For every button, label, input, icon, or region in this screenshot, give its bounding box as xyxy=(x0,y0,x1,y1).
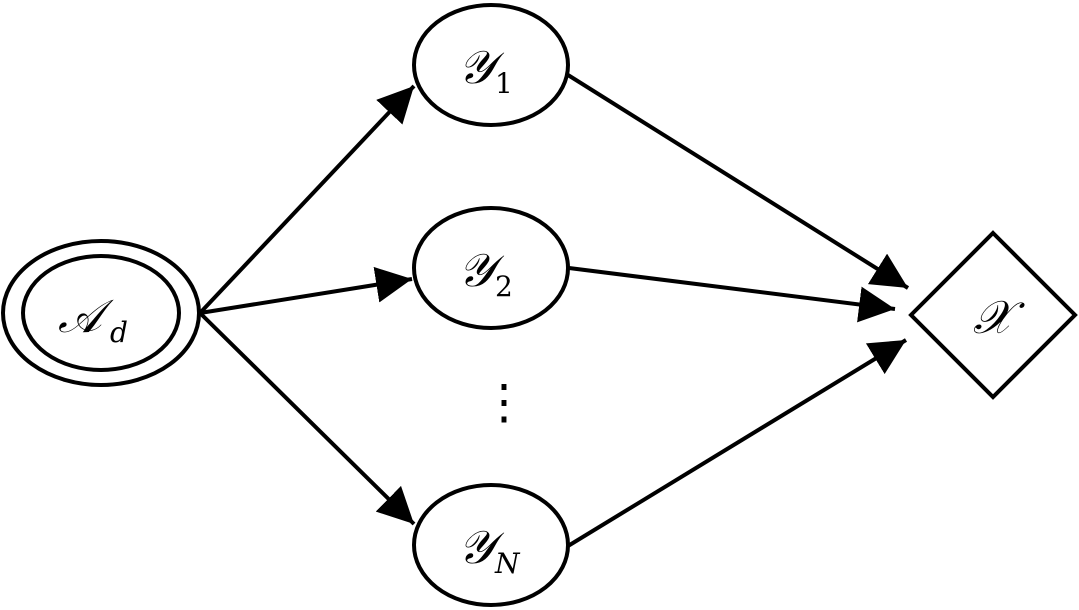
node-yN-subscript: N xyxy=(494,547,521,580)
edge-source-y2 xyxy=(199,266,413,315)
edge-y1-target xyxy=(566,73,910,290)
node-target: 𝒳 xyxy=(908,230,1078,400)
node-source-subscript: d xyxy=(110,316,128,349)
node-y2: 𝒴 2 xyxy=(412,206,570,330)
edge-source-yN xyxy=(198,311,416,526)
node-y1: 𝒴 1 xyxy=(412,3,570,127)
vertical-ellipsis: ⋮ xyxy=(480,374,528,430)
edge-yN-target xyxy=(566,338,908,548)
edge-source-y1 xyxy=(198,84,416,315)
node-y1-subscript: 1 xyxy=(495,67,513,100)
node-source: 𝒜 d xyxy=(1,239,201,387)
node-y2-subscript: 2 xyxy=(495,270,513,303)
edge-y2-target xyxy=(568,266,896,323)
node-yN: 𝒴 N xyxy=(412,483,570,607)
